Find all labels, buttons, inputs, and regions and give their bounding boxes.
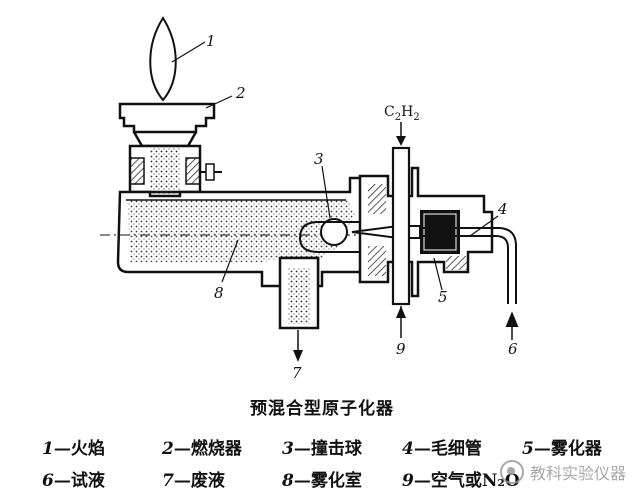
legend-item-sample: 6—试液 bbox=[42, 471, 105, 491]
watermark-text: 教科实验仪器 bbox=[529, 464, 626, 483]
watermark: 教科实验仪器 bbox=[499, 460, 626, 484]
legend-item-air-or-n2o: 9—空气或N₂O bbox=[402, 471, 520, 491]
legend-item-spray-chamber: 8—雾化室 bbox=[282, 471, 362, 491]
callout-1: 1 bbox=[206, 32, 216, 50]
legend-row-1: 1—火焰 2—燃烧器 3—撞击球 4—毛细管 5—雾化器 bbox=[42, 434, 642, 460]
legend-item-waste: 7—废液 bbox=[162, 471, 225, 491]
callout-8: 8 bbox=[214, 284, 224, 302]
legend-item-burner: 2—燃烧器 bbox=[162, 439, 242, 459]
leader-lines bbox=[171, 41, 499, 291]
legend-item-capillary: 4—毛细管 bbox=[402, 439, 482, 459]
callout-9: 9 bbox=[396, 340, 406, 358]
callout-2: 2 bbox=[235, 84, 246, 102]
nebulizer bbox=[351, 166, 494, 298]
diagram-caption: 预混合型原子化器 bbox=[250, 399, 394, 419]
callout-7: 7 bbox=[292, 364, 302, 382]
drain-outlet bbox=[278, 256, 320, 362]
acetylene-inlet bbox=[391, 122, 411, 338]
spray-chamber bbox=[100, 176, 380, 288]
acetylene-label: C2H2 bbox=[384, 104, 420, 123]
burner-head bbox=[118, 102, 216, 148]
flame bbox=[149, 16, 177, 102]
legend-item-flame: 1—火焰 bbox=[42, 439, 105, 459]
legend-row-2: 6—试液 7—废液 8—雾化室 9—空气或N₂O bbox=[42, 466, 642, 492]
capillary-tube bbox=[420, 227, 519, 340]
legend-item-impact-ball: 3—撞击球 bbox=[282, 439, 362, 459]
atomizer-diagram: C2H2 1 2 3 4 5 6 7 8 9 bbox=[100, 16, 519, 382]
callout-6: 6 bbox=[508, 340, 518, 358]
wechat-icon bbox=[499, 460, 524, 484]
legend-item-nebulizer: 5—雾化器 bbox=[522, 439, 602, 459]
callout-3: 3 bbox=[314, 150, 324, 168]
callout-5: 5 bbox=[438, 288, 448, 306]
burner-neck bbox=[128, 144, 222, 194]
callout-4: 4 bbox=[497, 200, 508, 218]
